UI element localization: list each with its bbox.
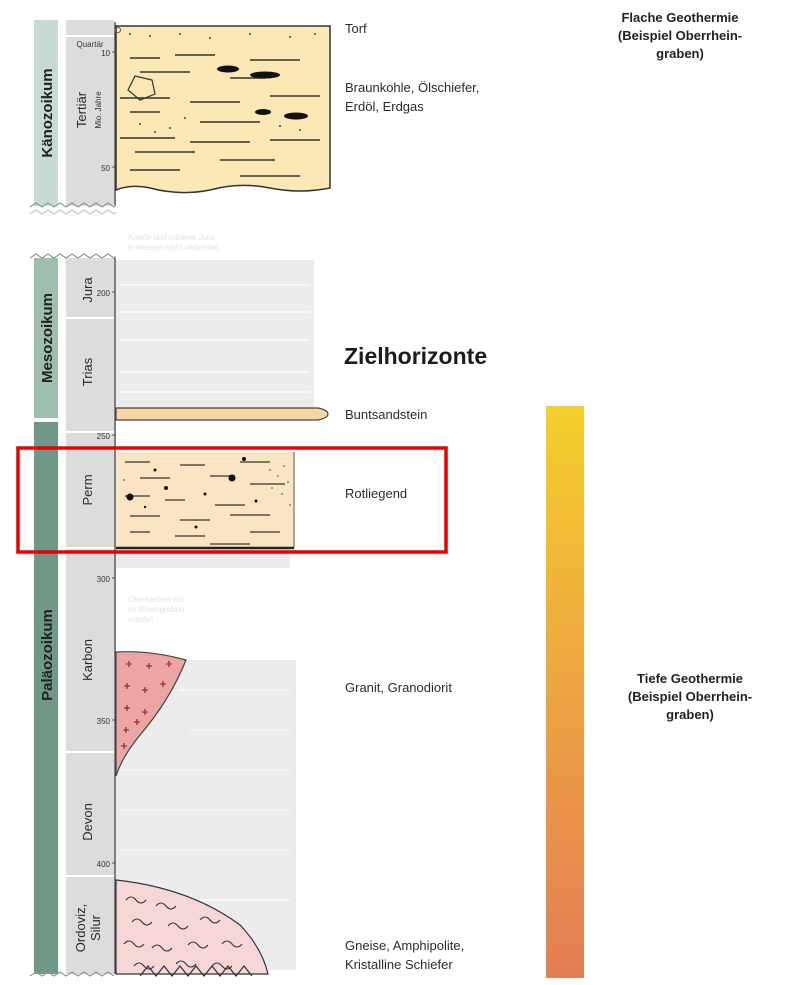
flach-line-1: Flache Geothermie xyxy=(621,10,738,25)
period-label-ordoviz: Ordoviz, xyxy=(73,904,88,952)
tick-250: 250 xyxy=(97,432,111,441)
tick-200: 200 xyxy=(97,289,111,298)
label-zielhorizonte: Zielhorizonte xyxy=(344,343,487,369)
perm-deposit xyxy=(116,452,294,548)
period-label-devon: Devon xyxy=(80,803,95,841)
era-label-mesozoic: Mesozoikum xyxy=(39,293,56,383)
note-oberkarbon-3: erbohrt xyxy=(128,615,154,624)
tief-line-3: graben) xyxy=(666,707,714,722)
note-oberkarbon-1: Oberkarbon nur xyxy=(128,595,184,604)
flach-line-3: graben) xyxy=(656,46,704,61)
label-granit: Granit, Granodiorit xyxy=(345,680,452,695)
label-torf: Torf xyxy=(345,21,367,36)
era-label-paleozoic: Paläozoikum xyxy=(39,609,56,701)
tertiary-deposit xyxy=(116,26,330,193)
note-kreide-1: Kreide und höherer Jura xyxy=(128,233,215,242)
note-oberkarbon-2: im Rheingraben xyxy=(128,605,184,614)
flach-line-2: (Beispiel Oberrhein- xyxy=(618,28,742,43)
period-label-trias: Trias xyxy=(80,357,95,386)
period-label-mio-jahre: Mio. Jahre xyxy=(94,91,103,129)
note-kreide-2: in Hessen nicht verbreitet xyxy=(128,243,219,252)
label-rotliegend: Rotliegend xyxy=(345,486,407,501)
depth-gradient-bar xyxy=(546,406,584,978)
period-label-quartaer: Quartär xyxy=(76,40,103,49)
buntsandstein-band xyxy=(116,408,328,420)
label-braunkohle-2: Erdöl, Erdgas xyxy=(345,99,424,114)
tick-10: 10 xyxy=(101,49,110,58)
break-mark-upper-2 xyxy=(30,210,116,214)
tick-350: 350 xyxy=(97,717,111,726)
tief-line-1: Tiefe Geothermie xyxy=(637,671,743,686)
label-gneise-2: Kristalline Schiefer xyxy=(345,957,453,972)
tick-50: 50 xyxy=(101,164,110,173)
tick-300: 300 xyxy=(97,575,111,584)
label-buntsandstein: Buntsandstein xyxy=(345,407,427,422)
period-label-tertiaer: Tertiär xyxy=(74,91,89,128)
period-label-jura: Jura xyxy=(80,277,95,303)
break-mark-lower xyxy=(30,254,116,258)
label-braunkohle-1: Braunkohle, Ölschiefer, xyxy=(345,80,479,95)
label-gneise-1: Gneise, Amphipolite, xyxy=(345,938,464,953)
period-label-silur: Silur xyxy=(88,914,103,941)
period-label-perm: Perm xyxy=(80,474,95,505)
tief-line-2: (Beispiel Oberrhein- xyxy=(628,689,752,704)
period-label-karbon: Karbon xyxy=(80,639,95,681)
tick-400: 400 xyxy=(97,860,111,869)
era-label-cenozoic: Känozoikum xyxy=(39,68,56,157)
